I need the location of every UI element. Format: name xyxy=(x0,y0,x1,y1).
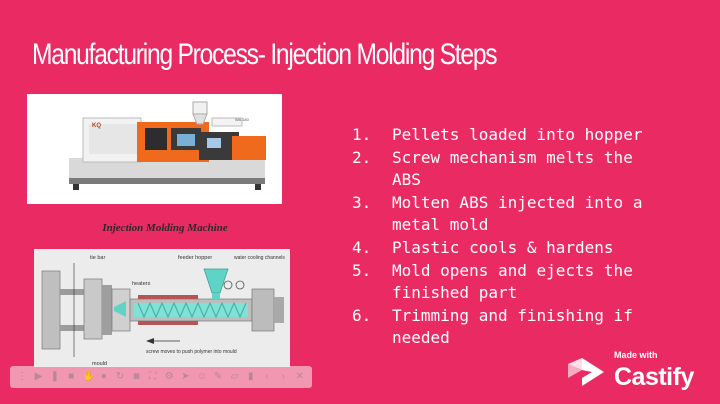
camera-icon[interactable]: ◙ xyxy=(133,371,140,382)
steps-list: 1. Pellets loaded into hopper 2. Screw mech… xyxy=(352,124,712,350)
injection-molding-diagram: tie bar feeder hopper water cooling chan… xyxy=(34,249,290,367)
step-text: Plastic cools & hardens xyxy=(392,237,712,260)
close-icon[interactable]: ✕ xyxy=(295,371,304,382)
step-number: 5. xyxy=(352,260,372,280)
emoji-icon[interactable]: ☺ xyxy=(196,371,207,382)
step-item: 6. Trimming and finishing if needed xyxy=(352,305,712,350)
step-text-line: Pellets loaded into hopper xyxy=(392,125,643,144)
label-feeder-hopper: feeder hopper xyxy=(178,255,212,261)
step-item: 1. Pellets loaded into hopper xyxy=(352,124,712,147)
step-text-line: Mold opens and ejects the xyxy=(392,260,633,280)
eraser-icon[interactable]: ▱ xyxy=(230,371,239,382)
step-text-line: metal mold xyxy=(392,215,489,235)
step-text-line: finished part xyxy=(392,283,518,303)
grip-icon[interactable]: ⋮ xyxy=(17,371,28,382)
step-item: 5. Mold opens and ejects the finished part xyxy=(352,260,712,305)
step-number: 6. xyxy=(352,305,372,325)
step-text-line: ABS xyxy=(392,170,421,190)
machine-brand-label: KQ xyxy=(92,123,101,129)
refresh-icon[interactable]: ↻ xyxy=(115,371,125,382)
presenter-toolbar: ⋮ ▶ ❚ ■ ✋ ● ↻ ◙ ⛶ ⚙ ➤ ☺ ✎ ▱ ▮ ‹ › ✕ xyxy=(10,366,312,388)
step-text: Trimming and finishing if needed xyxy=(392,305,712,350)
slide-title: Manufacturing Process- Injection Molding… xyxy=(32,38,498,71)
step-text-line: needed xyxy=(392,328,450,348)
play-icon[interactable]: ▶ xyxy=(34,371,43,382)
pause-icon[interactable]: ❚ xyxy=(50,371,59,382)
stop-icon[interactable]: ■ xyxy=(68,371,75,382)
label-screw-moves: screw moves to push polymer into mould xyxy=(146,349,237,355)
made-with-label: Made with xyxy=(614,350,658,360)
step-text: Pellets loaded into hopper xyxy=(392,124,712,147)
castify-watermark: Made with Castify xyxy=(564,350,714,394)
step-number: 4. xyxy=(352,237,372,257)
hand-icon[interactable]: ✋ xyxy=(82,371,95,382)
step-text-line: Screw mechanism melts the xyxy=(392,147,633,167)
step-number: 1. xyxy=(352,125,372,144)
step-number: 2. xyxy=(352,147,372,167)
step-text: Mold opens and ejects the finished part xyxy=(392,260,712,305)
step-text-line: Plastic cools & hardens xyxy=(392,237,614,257)
pointer-icon[interactable]: ➤ xyxy=(181,371,190,382)
step-text-line: Trimming and finishing if xyxy=(392,305,633,325)
machine-side-label: WA 180 xyxy=(235,117,250,122)
chevron-left-icon[interactable]: ‹ xyxy=(265,371,269,382)
label-mould: mould xyxy=(92,361,107,367)
castify-logo-icon xyxy=(568,358,604,386)
highlighter-icon[interactable]: ▮ xyxy=(247,371,254,382)
step-item: 4. Plastic cools & hardens xyxy=(352,237,712,260)
chevron-right-icon[interactable]: › xyxy=(281,371,286,382)
label-heaters: heaters xyxy=(132,281,151,287)
castify-brand: Castify xyxy=(614,363,694,391)
step-number: 3. xyxy=(352,192,372,212)
pen-icon[interactable]: ✎ xyxy=(213,371,223,382)
settings-icon[interactable]: ⚙ xyxy=(164,371,174,382)
step-text: Molten ABS injected into a metal mold xyxy=(392,192,712,237)
step-item: 3. Molten ABS injected into a metal mold xyxy=(352,192,712,237)
diagram-title: Injection Molding Machine xyxy=(102,222,228,234)
injection-machine-photo: KQ WA 180 xyxy=(27,94,282,204)
label-tie-bar: tie bar xyxy=(90,255,105,261)
record-icon[interactable]: ● xyxy=(100,371,107,382)
label-water-cooling: water cooling channels xyxy=(234,255,285,261)
fullscreen-icon[interactable]: ⛶ xyxy=(149,371,157,382)
step-text-line: Molten ABS injected into a xyxy=(392,192,643,212)
